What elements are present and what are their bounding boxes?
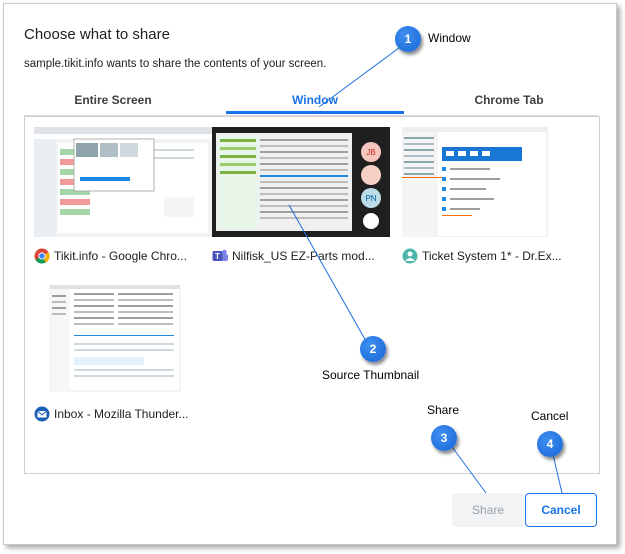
source-label-text: Inbox - Mozilla Thunder... <box>54 407 189 421</box>
svg-text:T: T <box>215 252 220 261</box>
callout-label-4: Cancel <box>531 409 569 423</box>
source-label: Tikit.info - Google Chro... <box>34 247 212 265</box>
callout-marker-4: 4 <box>537 431 563 457</box>
cancel-button[interactable]: Cancel <box>525 493 597 527</box>
chrome-icon <box>34 248 50 264</box>
source-label-text: Ticket System 1* - Dr.Ex... <box>422 249 562 263</box>
app-icon <box>402 248 418 264</box>
dialog-title: Choose what to share <box>24 26 170 43</box>
tab-divider <box>24 115 598 116</box>
thunderbird-icon <box>34 406 50 422</box>
source-thumbnail <box>402 127 548 237</box>
avatar-initials: JB <box>366 148 375 157</box>
tab-chrome-tab[interactable]: Chrome Tab <box>474 93 544 107</box>
tab-window[interactable]: Window <box>226 86 404 114</box>
callout-marker-3: 3 <box>431 425 457 451</box>
source-label: Inbox - Mozilla Thunder... <box>34 405 212 423</box>
teams-icon: T <box>212 249 228 261</box>
source-label: Ticket System 1* - Dr.Ex... <box>402 247 580 265</box>
source-label-text: Tikit.info - Google Chro... <box>54 249 187 263</box>
dialog-subtitle: sample.tikit.info wants to share the con… <box>24 58 327 70</box>
source-label-text: Nilfisk_US EZ-Parts mod... <box>232 249 375 263</box>
source-list: Tikit.info - Google Chro... <box>24 116 600 474</box>
avatar-initials: PN <box>365 194 376 203</box>
callout-marker-1: 1 <box>395 26 421 52</box>
tab-entire-screen[interactable]: Entire Screen <box>74 93 152 107</box>
callout-marker-2: 2 <box>360 336 386 362</box>
share-dialog: Choose what to share sample.tikit.info w… <box>3 3 617 545</box>
share-button[interactable]: Share <box>452 493 524 527</box>
tab-bar: Entire Screen Window Chrome Tab <box>24 86 598 116</box>
callout-label-3: Share <box>427 403 460 417</box>
source-thumbnail <box>34 127 212 237</box>
callout-label-1: Window <box>428 31 471 45</box>
source-thumbnail <box>49 285 181 392</box>
source-thumbnail: JB PN <box>212 127 390 237</box>
callout-label-2: Source Thumbnail <box>322 368 420 382</box>
source-label: T Nilfisk_US EZ-Parts mod... <box>212 247 390 265</box>
